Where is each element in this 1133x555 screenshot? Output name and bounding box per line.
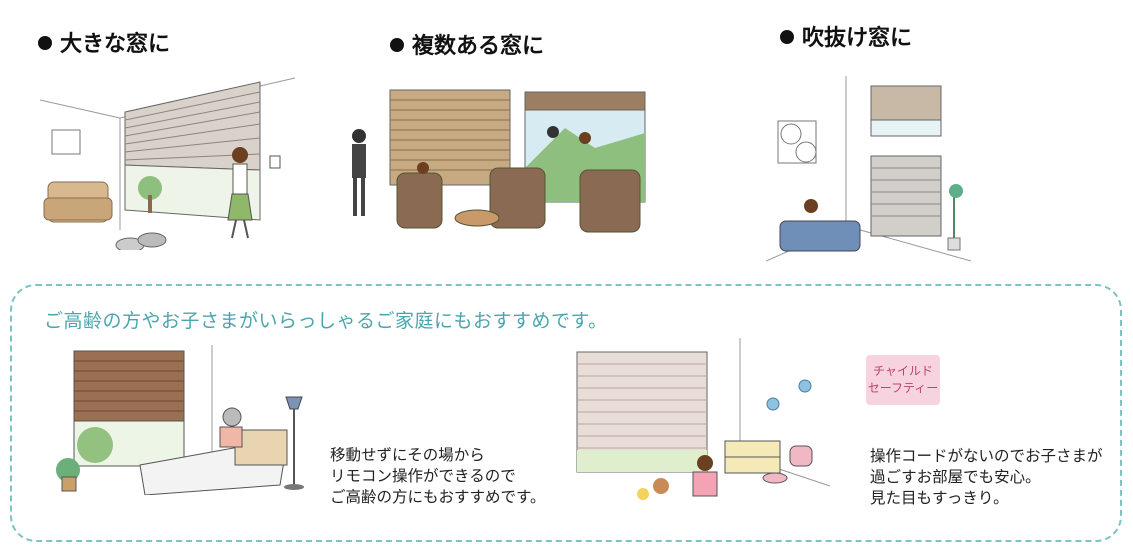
atrium-window-illustration [766,76,972,262]
heading-atrium-window: 吹抜け窓に [780,20,912,52]
bullet-icon [780,30,794,44]
floor-lamp [284,396,304,490]
heading-multiple-windows: 複数ある窓に [390,28,544,60]
roller-shutter-bedroom [73,350,185,467]
person-woman [227,147,253,239]
child-description: 操作コードがないのでお子さまが 過ごすお部屋でも安心。 見た目もすっきり。 [870,447,1103,507]
wall-picture [51,129,81,155]
multiple-windows-illustration [352,89,646,233]
bullet-icon [390,38,404,52]
child-playing [692,455,718,497]
sofa-with-child [779,199,861,252]
person-standing-left [352,129,366,216]
toys [637,478,669,500]
roller-shutter-upper [870,85,942,137]
roller-shutter-child-room [576,351,708,473]
potted-plant-small [56,458,80,492]
child-room-illustration [576,338,831,500]
elderly-bedroom-illustration [56,345,304,495]
armchairs [396,167,641,233]
roller-shutter-lower [870,155,942,237]
bullet-icon [38,36,52,50]
wall-art-circles [777,120,817,164]
sofa [43,181,113,223]
recommendation-title: ご高齢の方やお子さまがいらっしゃるご家庭にもおすすめです。 [44,310,608,332]
wall-flowers [766,379,812,411]
wall-switch [269,155,281,169]
recommendation-box [10,284,1122,542]
low-cabinet [724,440,781,474]
large-window-illustration [40,77,296,250]
bed-with-elderly-person [139,407,288,495]
potted-plant [947,184,963,251]
roller-shutter-left [389,89,511,186]
elderly-description: 移動せずにその場から リモコン操作ができるので ご高齢の方にもおすすめです。 [330,446,546,506]
child-chair [762,445,813,484]
child-safety-badge: チャイルド セーフティー [866,355,940,405]
heading-large-window: 大きな窓に [38,26,170,58]
